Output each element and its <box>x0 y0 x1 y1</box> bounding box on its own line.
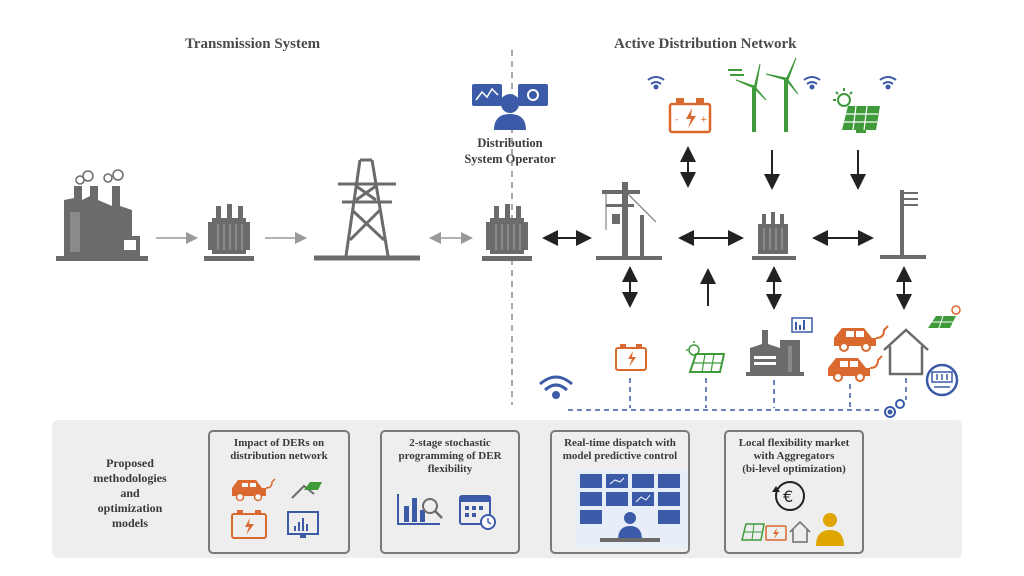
svg-text:+: + <box>700 115 708 125</box>
battery-icon <box>231 510 267 539</box>
transformer-icon <box>482 204 532 261</box>
battery-icon <box>765 525 787 541</box>
card-title-line: programming of DER <box>398 450 502 462</box>
methodologies-panel <box>52 420 962 558</box>
house-icon <box>789 520 811 543</box>
card-stochastic-programming: 2-stage stochastic programming of DER fl… <box>380 430 520 554</box>
solar-panel-icon <box>686 341 726 373</box>
active-distribution-network-title: Active Distribution Network <box>614 36 797 52</box>
card-title-line: with Aggregators <box>753 450 835 462</box>
street-light-icon <box>880 190 926 259</box>
solar-panel-icon <box>833 88 880 133</box>
battery-icon: - + <box>668 98 712 134</box>
electric-car-icon <box>834 325 889 352</box>
utility-pole-icon <box>596 182 662 260</box>
monitor-chart-icon <box>287 511 319 538</box>
panel-label-line: and <box>120 486 140 500</box>
wifi-icon <box>803 76 821 90</box>
card-title-line: flexibility <box>427 463 473 475</box>
factory-icon <box>56 169 148 261</box>
gear-icon <box>884 399 905 418</box>
wifi-icon <box>647 76 665 90</box>
svg-text:-: - <box>675 115 678 125</box>
industrial-plant-icon <box>746 317 813 376</box>
dso-label: Distribution System Operator <box>440 135 580 167</box>
card-title-line: 2-stage stochastic <box>409 437 491 449</box>
aggregator-person-icon <box>816 513 844 546</box>
monitor-chart-icon <box>397 494 443 525</box>
dso-operator-icon <box>472 84 548 130</box>
panel-label: Proposed methodologies and optimization … <box>70 456 190 531</box>
card-title-line: Real-time dispatch with <box>564 437 676 449</box>
panel-label-line: methodologies <box>93 471 167 485</box>
panel-label-line: models <box>112 516 148 530</box>
transmission-tower-icon <box>314 158 420 261</box>
card-title-line: model predictive control <box>562 450 678 462</box>
card-real-time-dispatch: Real-time dispatch with model predictive… <box>550 430 690 554</box>
transformer-icon <box>752 212 796 260</box>
transmission-system-title: Transmission System <box>185 36 321 52</box>
panel-label-line: Proposed <box>106 456 154 470</box>
control-room-icon <box>576 470 688 548</box>
card-local-flexibility-market: Local flexibility market with Aggregator… <box>724 430 864 554</box>
euro-cycle-icon: € <box>772 481 805 511</box>
smart-meter-icon <box>925 363 959 397</box>
wind-turbine-icon <box>728 57 799 132</box>
card-title-line: (bi-level optimization) <box>742 463 846 475</box>
dso-label-line1: Distribution <box>477 136 543 150</box>
electric-car-icon <box>828 355 883 382</box>
wifi-icon <box>879 76 897 90</box>
panel-label-line: optimization <box>97 501 163 515</box>
battery-icon <box>615 344 647 371</box>
house-icon <box>291 482 322 499</box>
solar-panel-icon <box>741 523 765 541</box>
svg-text:€: € <box>783 487 793 506</box>
card-title-line: distribution network <box>230 450 328 462</box>
solar-panel-icon <box>928 305 961 329</box>
card-impact-of-ders: Impact of DERs on distribution network <box>208 430 350 554</box>
dso-label-line2: System Operator <box>464 152 556 166</box>
wifi-icon <box>539 375 573 399</box>
card-title-line: Impact of DERs on <box>233 437 325 449</box>
electric-car-icon <box>232 478 276 502</box>
calendar-clock-icon <box>459 495 496 530</box>
house-icon <box>883 328 929 376</box>
card-title-line: Local flexibility market <box>738 437 850 449</box>
transformer-icon <box>204 204 254 261</box>
